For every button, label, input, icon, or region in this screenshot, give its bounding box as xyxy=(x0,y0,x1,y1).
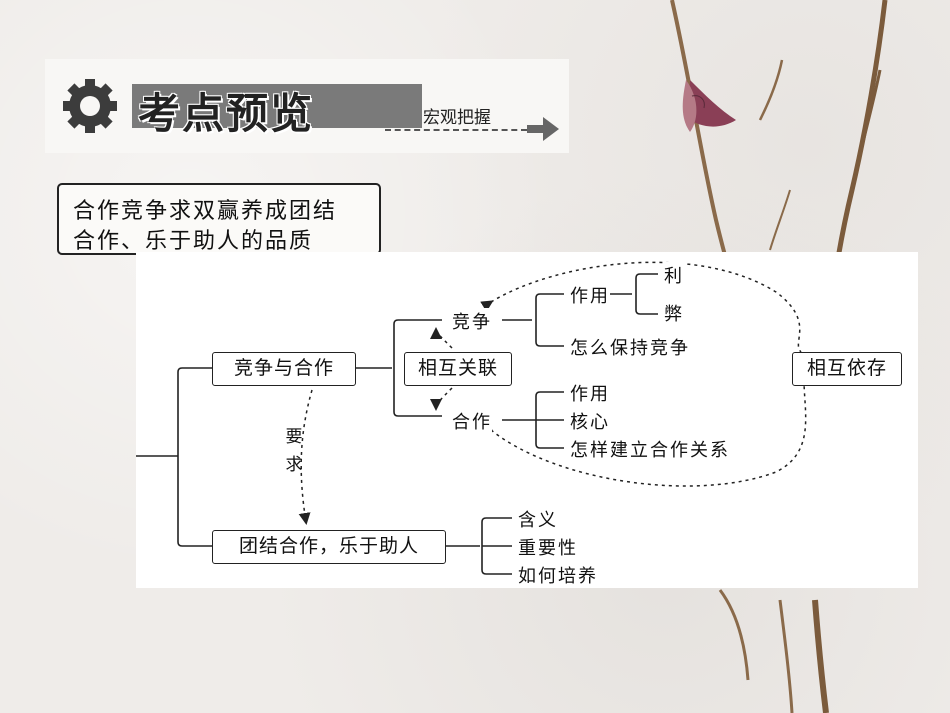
gear-icon xyxy=(63,79,117,133)
label-competition: 竞争 xyxy=(452,308,492,334)
label-requirement-1: 要 xyxy=(285,427,303,447)
topic-title-box: 合作竞争求双赢养成团结 合作、乐于助人的品质 xyxy=(57,183,381,255)
banner-title-block: 考点预览 xyxy=(132,84,422,138)
topic-line-2: 合作、乐于助人的品质 xyxy=(73,229,314,254)
topic-line-1: 合作竞争求双赢养成团结 xyxy=(73,199,338,224)
node-unity-helpfulness: 团结合作，乐于助人 xyxy=(212,530,446,564)
banner-subtitle: 宏观把握 xyxy=(423,108,491,128)
banner-title: 考点预览 xyxy=(138,89,315,138)
banner-dashed-line xyxy=(385,129,527,131)
label-how-to-cultivate: 如何培养 xyxy=(518,562,598,588)
label-importance: 重要性 xyxy=(518,534,578,560)
label-cooperation-role: 作用 xyxy=(570,380,610,406)
connector-lines xyxy=(136,261,807,575)
label-advantage: 利 xyxy=(664,262,684,288)
label-competition-role: 作用 xyxy=(570,282,610,308)
node-competition-cooperation: 竞争与合作 xyxy=(212,352,356,386)
node-mutual-relation: 相互关联 xyxy=(404,352,512,386)
label-disadvantage: 弊 xyxy=(664,300,684,326)
label-meaning: 含义 xyxy=(518,506,558,532)
flower-icon xyxy=(688,80,736,127)
label-core: 核心 xyxy=(570,408,610,434)
node-interdependence: 相互依存 xyxy=(792,352,902,386)
mind-map: 竞争与合作 相互关联 相互依存 团结合作，乐于助人 竞争 合作 作用 利 弊 怎… xyxy=(136,252,918,588)
arrow-right-icon xyxy=(527,117,559,141)
label-requirement-2: 求 xyxy=(285,455,303,475)
label-cooperation: 合作 xyxy=(452,408,492,434)
label-build-cooperation: 怎样建立合作关系 xyxy=(570,436,730,462)
label-keep-competition: 怎么保持竞争 xyxy=(570,334,690,360)
section-banner: 考点预览 宏观把握 xyxy=(45,59,569,153)
